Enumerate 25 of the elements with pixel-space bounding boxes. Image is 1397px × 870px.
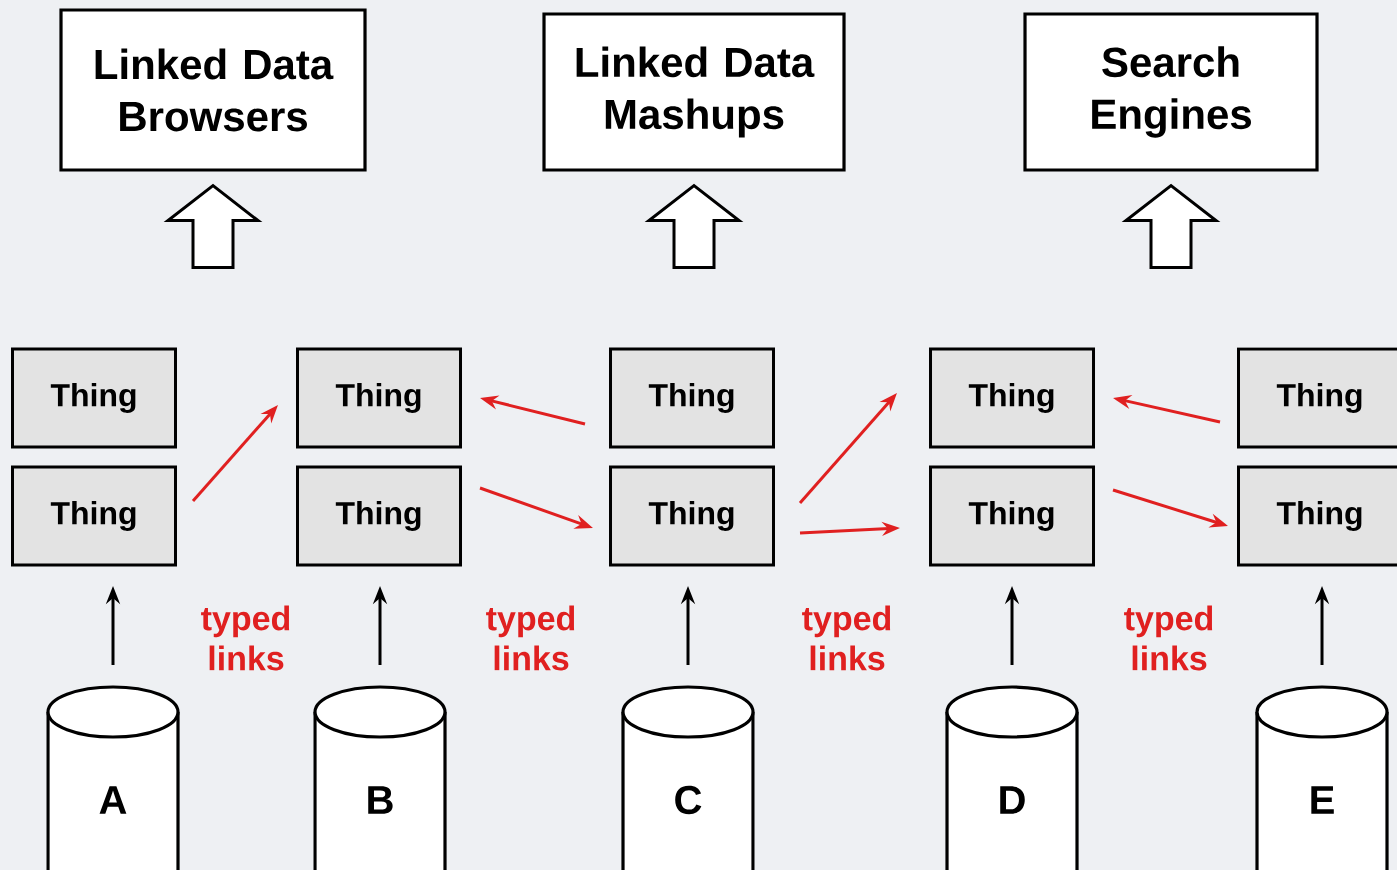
thing-box: Thing: [296, 465, 462, 567]
hollow-arrow: [644, 183, 744, 270]
database-cylinder: D: [945, 685, 1079, 870]
thing-box: Thing: [296, 347, 462, 449]
thing-box: Thing: [1237, 347, 1397, 449]
link-label: typed links: [486, 605, 575, 671]
link-label: typed links: [201, 605, 290, 671]
hollow-arrow: [1121, 183, 1221, 270]
thing-box: Thing: [929, 465, 1095, 567]
link-label: typed links: [802, 605, 891, 671]
title-box: Search Engines: [1023, 12, 1319, 172]
thing-box: Thing: [609, 347, 775, 449]
database-cylinder: E: [1255, 685, 1389, 870]
thing-box: Thing: [11, 465, 177, 567]
database-cylinder: A: [46, 685, 180, 870]
link-label: typed links: [1124, 605, 1213, 671]
thing-box: Thing: [609, 465, 775, 567]
database-cylinder: B: [313, 685, 447, 870]
thing-box: Thing: [1237, 465, 1397, 567]
database-cylinder: C: [621, 685, 755, 870]
thing-box: Thing: [11, 347, 177, 449]
hollow-arrow: [163, 183, 263, 270]
title-box: Linked Data Browsers: [59, 8, 367, 172]
thing-box: Thing: [929, 347, 1095, 449]
title-box: Linked Data Mashups: [542, 12, 846, 172]
